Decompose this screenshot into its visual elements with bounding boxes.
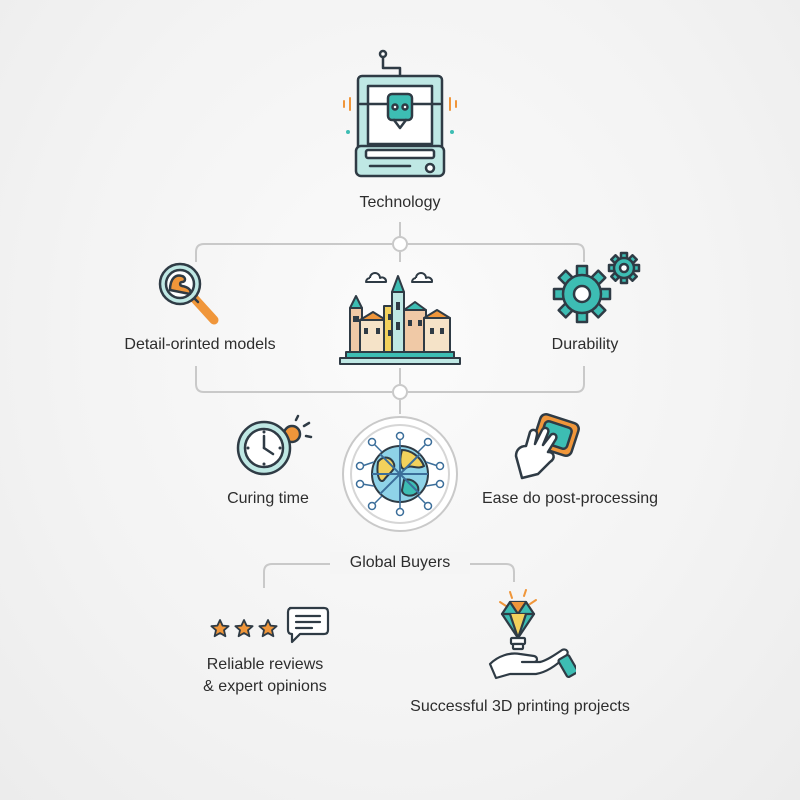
hand-lightbulb-icon bbox=[488, 589, 576, 680]
reliable-reviews-label: Reliable reviews & expert opinions bbox=[180, 654, 350, 698]
reliable-reviews-line2: & expert opinions bbox=[203, 678, 327, 695]
hand-sponge-icon bbox=[514, 412, 580, 480]
reliable-reviews-line1: Reliable reviews bbox=[206, 656, 324, 673]
curing-time-label: Curing time bbox=[227, 490, 309, 507]
durability-label: Durability bbox=[551, 336, 619, 353]
ease-post-processing-label: Ease do post-processing bbox=[481, 490, 659, 507]
gears-icon bbox=[552, 251, 641, 324]
3d-printer-icon bbox=[343, 49, 457, 178]
successful-projects-label: Successful 3D printing projects bbox=[410, 698, 630, 715]
stars-review-icon bbox=[210, 606, 330, 644]
detail-models-label: Detail-orinted models bbox=[124, 336, 276, 353]
globe-network-icon bbox=[342, 416, 458, 532]
technology-label: Technology bbox=[359, 194, 441, 211]
city-model-icon bbox=[339, 272, 461, 365]
clock-icon bbox=[236, 414, 313, 476]
magnifier-muscle-icon bbox=[158, 262, 219, 325]
global-buyers-label: Global Buyers bbox=[330, 552, 470, 574]
